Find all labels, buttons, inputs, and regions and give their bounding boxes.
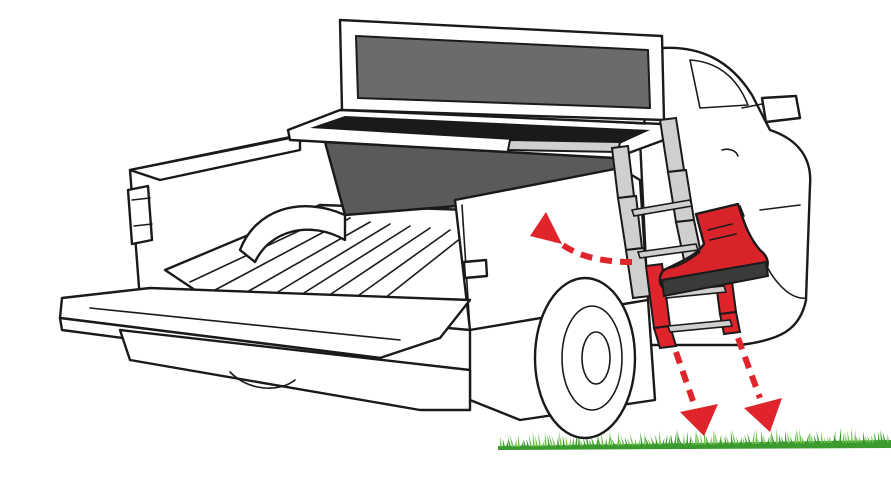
deploy-arrow-icon — [530, 212, 633, 265]
rear-wheel — [533, 276, 637, 440]
ladder-rungs — [630, 199, 734, 333]
side-mirror — [741, 94, 802, 124]
grass-ground — [498, 426, 891, 450]
stow-arrows-down-icon — [673, 336, 782, 436]
rear-bumper — [118, 328, 472, 412]
lid-inner-panel — [355, 35, 651, 109]
toolbox-lid — [338, 18, 666, 122]
red-work-boot — [658, 202, 770, 298]
